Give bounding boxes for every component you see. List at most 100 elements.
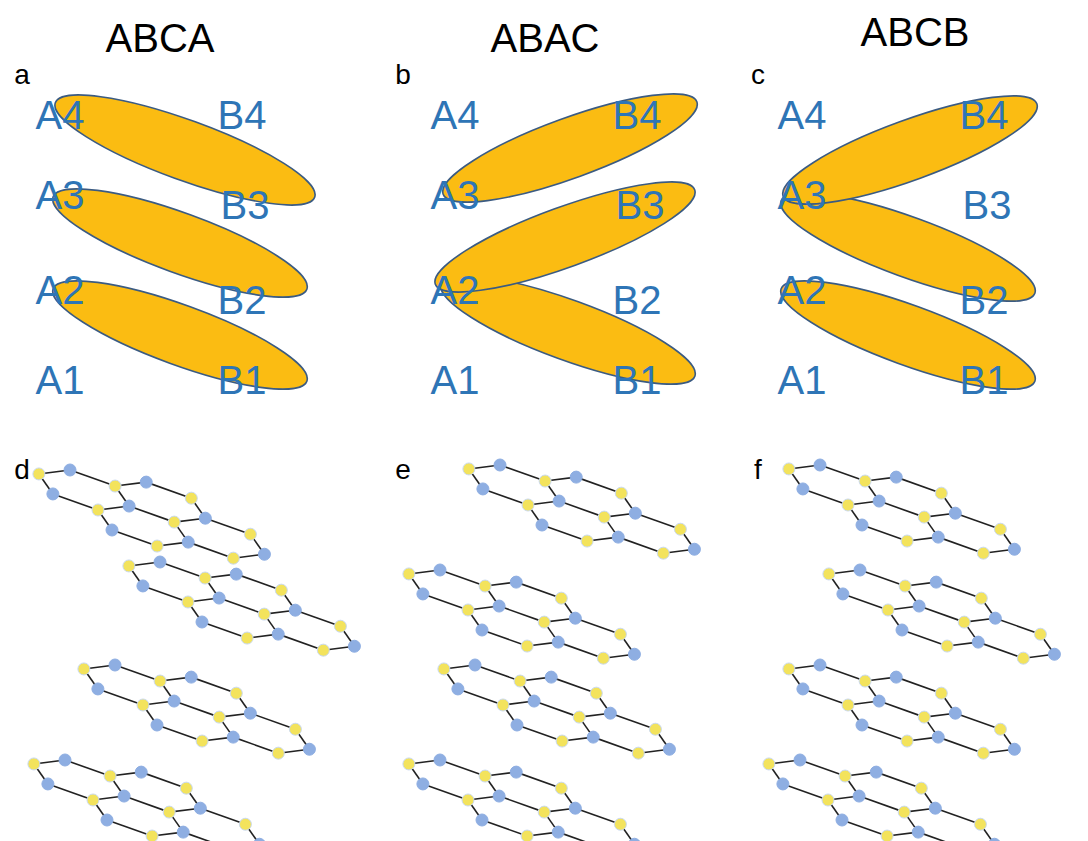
carbon-bond	[200, 808, 245, 824]
carbon-atom	[510, 576, 522, 588]
carbon-bond	[783, 784, 828, 800]
carbon-atom	[239, 818, 251, 830]
stacking-title: ABAC	[491, 18, 600, 58]
carbon-atom	[317, 644, 329, 656]
carbon-atom	[417, 588, 429, 600]
carbon-atom	[859, 475, 871, 487]
carbon-bond	[902, 630, 947, 646]
carbon-bond	[53, 494, 98, 510]
dimer-ellipse	[773, 76, 1047, 225]
carbon-atom	[199, 572, 211, 584]
carbon-atom	[253, 838, 265, 841]
carbon-atom	[555, 782, 567, 794]
carbon-bond	[800, 760, 845, 776]
site-label: B2	[960, 280, 1009, 320]
carbon-atom	[552, 826, 564, 838]
carbon-atom	[581, 535, 593, 547]
carbon-atom	[101, 814, 113, 826]
carbon-bond	[576, 477, 621, 493]
carbon-atom	[78, 663, 90, 675]
carbon-atom	[106, 524, 118, 536]
carbon-atom	[657, 547, 669, 559]
carbon-bond	[593, 737, 638, 753]
site-label: B2	[613, 280, 662, 320]
carbon-bond	[635, 513, 680, 529]
carbon-bond	[862, 725, 907, 741]
carbon-atom	[137, 580, 149, 592]
carbon-atom	[598, 511, 610, 523]
site-label: A1	[36, 360, 85, 400]
carbon-bond	[458, 689, 503, 705]
carbon-bond	[559, 501, 604, 517]
carbon-bond	[143, 586, 188, 602]
carbon-atom	[140, 476, 152, 488]
carbon-bond	[219, 598, 264, 614]
carbon-atom	[462, 794, 474, 806]
carbon-atom	[137, 699, 149, 711]
carbon-atom	[151, 719, 163, 731]
carbon-atom	[258, 608, 270, 620]
carbon-bond	[610, 713, 655, 729]
carbon-atom	[494, 459, 506, 471]
carbon-atom	[87, 794, 99, 806]
carbon-bond	[205, 518, 250, 534]
carbon-bond	[517, 725, 562, 741]
carbon-atom	[612, 531, 624, 543]
carbon-atom	[988, 838, 1000, 841]
panel-letter: b	[395, 61, 411, 89]
dimer-ellipse	[425, 162, 705, 313]
carbon-bond	[896, 477, 941, 493]
carbon-atom	[615, 487, 627, 499]
carbon-atom	[438, 663, 450, 675]
panel-letter: f	[754, 456, 762, 484]
carbon-atom	[569, 612, 581, 624]
carbon-atom	[118, 790, 130, 802]
carbon-atom	[521, 640, 533, 652]
carbon-bond	[955, 513, 1000, 529]
carbon-atom	[604, 707, 616, 719]
carbon-atom	[783, 463, 795, 475]
stacking-title: ABCA	[106, 18, 215, 58]
carbon-atom	[479, 580, 491, 592]
carbon-atom	[573, 711, 585, 723]
carbon-bond	[188, 542, 233, 558]
carbon-atom	[918, 511, 930, 523]
carbon-atom	[929, 802, 941, 814]
carbon-bond	[955, 713, 1000, 729]
carbon-atom	[163, 806, 175, 818]
carbon-atom	[42, 778, 54, 790]
carbon-atom	[244, 707, 256, 719]
carbon-atom	[628, 838, 640, 841]
carbon-atom	[476, 814, 488, 826]
carbon-atom	[935, 687, 947, 699]
carbon-atom	[303, 743, 315, 755]
carbon-atom	[434, 754, 446, 766]
carbon-atom	[614, 818, 626, 830]
carbon-atom	[587, 731, 599, 743]
carbon-atom	[493, 790, 505, 802]
carbon-atom	[958, 616, 970, 628]
carbon-atom	[823, 568, 835, 580]
carbon-atom	[881, 830, 893, 841]
carbon-atom	[839, 770, 851, 782]
carbon-atom	[663, 743, 675, 755]
carbon-bond	[112, 530, 157, 546]
panel-letter: d	[14, 456, 30, 484]
carbon-bond	[575, 618, 620, 634]
carbon-bond	[236, 574, 281, 590]
carbon-atom	[230, 568, 242, 580]
carbon-atom	[854, 564, 866, 576]
carbon-bond	[876, 772, 921, 788]
carbon-bond	[803, 689, 848, 705]
carbon-atom	[538, 806, 550, 818]
carbon-atom	[510, 766, 522, 778]
carbon-atom	[182, 536, 194, 548]
carbon-bond	[516, 772, 561, 788]
carbon-bond	[440, 760, 485, 776]
carbon-bond	[558, 832, 603, 841]
carbon-atom	[92, 504, 104, 516]
carbon-bond	[483, 489, 528, 505]
carbon-atom	[538, 616, 550, 628]
carbon-atom	[230, 687, 242, 699]
carbon-bond	[499, 796, 544, 812]
